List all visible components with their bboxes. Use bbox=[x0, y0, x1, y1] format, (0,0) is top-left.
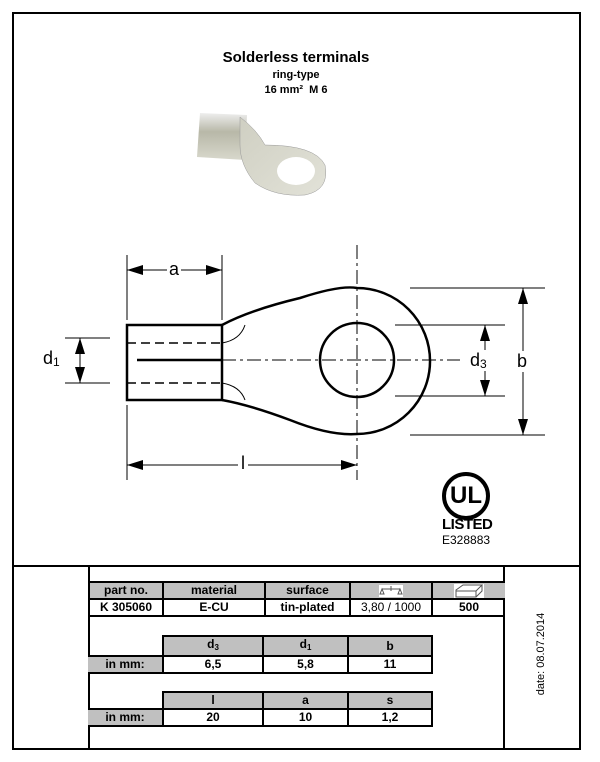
section-divider bbox=[12, 565, 579, 567]
d1-letter: d bbox=[43, 348, 54, 368]
cell-surface: tin-plated bbox=[264, 598, 351, 617]
sleeve-outline bbox=[125, 323, 224, 402]
col-part-no: part no. bbox=[88, 581, 164, 600]
blank-cell bbox=[88, 692, 163, 710]
terminal-photo bbox=[197, 113, 327, 196]
d3-letter: d bbox=[470, 350, 481, 370]
cell-material: E-CU bbox=[162, 598, 266, 617]
cell-a: 10 bbox=[262, 708, 349, 727]
d3-subscript: 3 bbox=[480, 357, 487, 371]
table-row: K 305060 E-CU tin-plated 3,80 / 1000 500 bbox=[88, 598, 505, 617]
row-label: in mm: bbox=[88, 708, 164, 727]
col-d3: d3 bbox=[162, 635, 264, 657]
date-column-divider bbox=[503, 565, 505, 748]
d1-subscript: 1 bbox=[53, 355, 60, 369]
d1-letter: d bbox=[299, 637, 307, 651]
size-label: 16 mm² M 6 bbox=[264, 84, 328, 96]
weight-scale-icon bbox=[379, 584, 403, 597]
col-d1: d1 bbox=[262, 635, 349, 657]
date-label: date: 08.07.2014 bbox=[535, 612, 547, 696]
ul-file-number: E328883 bbox=[442, 533, 491, 547]
cell-package: 500 bbox=[431, 598, 505, 617]
cell-s: 1,2 bbox=[347, 708, 433, 727]
product-table: part no. material surface K 305060 E-CU … bbox=[88, 581, 505, 617]
tongue-outline bbox=[221, 286, 432, 436]
col-s: s bbox=[347, 691, 433, 710]
table-header-row: d3 d1 b bbox=[88, 635, 433, 657]
ul-listed: LISTED bbox=[442, 516, 493, 533]
table-header-row: part no. material surface bbox=[88, 581, 505, 600]
technical-drawing bbox=[65, 245, 545, 480]
cell-d3: 6,5 bbox=[162, 655, 264, 674]
col-package bbox=[431, 581, 505, 600]
col-l: l bbox=[162, 691, 264, 710]
col-b: b bbox=[347, 635, 433, 657]
col-weight bbox=[349, 581, 433, 600]
table-row: in mm: 6,5 5,8 11 bbox=[88, 655, 433, 674]
dim-label-d1: d1 bbox=[43, 348, 60, 369]
cell-b: 11 bbox=[347, 655, 433, 674]
table-header-row: l a s bbox=[88, 691, 433, 710]
dim-label-a: a bbox=[167, 259, 182, 280]
dim-label-b: b bbox=[517, 351, 528, 372]
d1-subscript: 1 bbox=[306, 643, 312, 652]
table-row: in mm: 20 10 1,2 bbox=[88, 708, 433, 727]
subtitle: ring-type bbox=[272, 69, 320, 81]
cell-l: 20 bbox=[162, 708, 264, 727]
row-label: in mm: bbox=[88, 655, 164, 674]
col-material: material bbox=[162, 581, 266, 600]
blank-cell bbox=[88, 636, 163, 657]
d3-letter: d bbox=[207, 637, 215, 651]
cell-part-no: K 305060 bbox=[88, 598, 164, 617]
col-surface: surface bbox=[264, 581, 351, 600]
cell-d1: 5,8 bbox=[262, 655, 349, 674]
dimensions-table-2: l a s in mm: 20 10 1,2 bbox=[88, 691, 433, 727]
col-a: a bbox=[262, 691, 349, 710]
outer-frame bbox=[12, 12, 581, 750]
cell-weight: 3,80 / 1000 bbox=[349, 598, 433, 617]
package-box-icon bbox=[454, 583, 484, 598]
dim-label-l: l bbox=[238, 453, 248, 474]
ul-logo: UL bbox=[442, 472, 490, 520]
dim-label-d3: d3 bbox=[470, 350, 487, 371]
d3-subscript: 3 bbox=[214, 643, 219, 652]
dimensions-table-1: d3 d1 b in mm: 6,5 5,8 11 bbox=[88, 635, 433, 674]
page-title: Solderless terminals bbox=[222, 49, 370, 66]
